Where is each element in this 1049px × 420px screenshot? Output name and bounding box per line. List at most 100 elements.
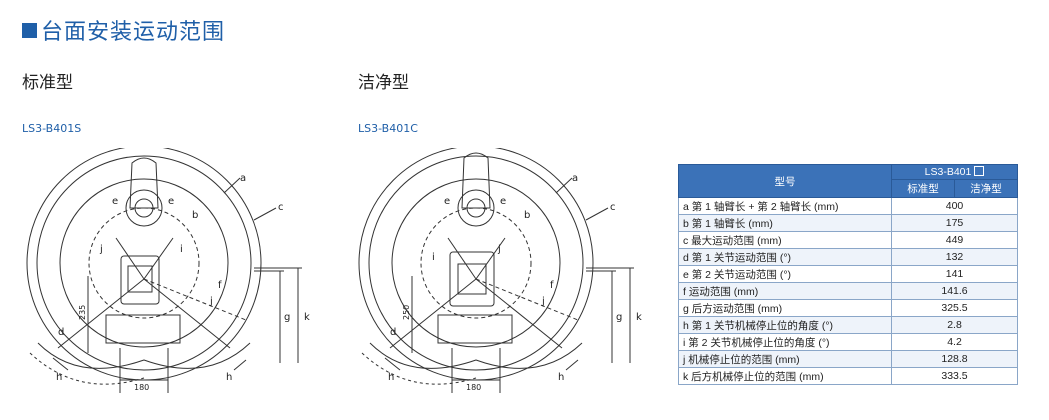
row-label: d 第 1 关节运动范围 (°) [678,248,892,266]
box-icon [974,166,985,176]
row-label: g 后方运动范围 (mm) [678,299,892,317]
label-d: d [390,327,396,338]
title-text: 台面安装运动范围 [41,20,226,45]
row-value: 175 [891,214,1018,232]
arm-link [461,152,491,209]
robot-base [449,251,495,307]
arm-line-j [143,278,247,321]
stop-line-right [475,278,563,349]
row-value: 2.8 [891,316,1018,334]
label-a: a [240,173,246,184]
table-row: k 后方机械停止位的范围 (mm)333.5 [678,367,1018,385]
base-plate [437,314,513,344]
dim-width-value: 180 [134,383,149,392]
row-label: e 第 2 关节运动范围 (°) [678,265,892,283]
dim-height-value: 235 [78,305,87,320]
title-square-icon [22,23,37,38]
header-series: LS3-B401 [891,164,1018,180]
arm-line-j [475,278,579,321]
table-row: b 第 1 轴臂长 (mm)175 [678,214,1018,232]
header-clean: 洁净型 [954,179,1018,198]
clean-heading: 洁净型 [358,73,409,93]
joint-inner-circle [466,198,486,218]
stop-line-right [143,278,231,349]
leader-h-left [52,357,69,371]
header-standard: 标准型 [891,179,955,198]
label-j-left: j [99,244,103,255]
label-h-right: h [558,372,564,383]
label-h-right: h [226,372,232,383]
leader-a [555,177,573,194]
stop-line-left [57,278,145,349]
row-value: 132 [891,248,1018,266]
label-k: k [636,312,642,323]
table-row: a 第 1 轴臂长 + 第 2 轴臂长 (mm)400 [678,197,1018,215]
label-d: d [58,327,64,338]
base-plate [105,314,181,344]
robot-base [120,255,160,305]
table-row: f 运动范围 (mm)141.6 [678,282,1018,300]
joint-inner-circle [134,198,154,218]
label-f: f [218,280,222,291]
label-k: k [304,312,310,323]
robot-base-inner [127,265,153,293]
row-label: a 第 1 轴臂长 + 第 2 轴臂长 (mm) [678,197,892,215]
row-label: j 机械停止位的范围 (mm) [678,350,892,368]
clean-model-label: LS3-B401C [358,122,418,135]
label-g: g [284,312,290,323]
max-range-circle [368,155,584,371]
label-f: f [550,280,554,291]
row-label: c 最大运动范围 (mm) [678,231,892,249]
row-value: 333.5 [891,367,1018,385]
row-value: 128.8 [891,350,1018,368]
label-e-right: e [168,196,174,207]
leader-h-right [233,359,247,371]
rear-range-arc [37,342,251,369]
mid-range-circle [391,178,561,348]
label-e-left: e [112,196,118,207]
header-series-text: LS3-B401 [924,166,972,178]
table-row: e 第 2 关节运动范围 (°)141 [678,265,1018,283]
label-h-left: h [388,372,394,383]
label-j-right: j [209,296,213,307]
leader-h-right [565,359,579,371]
label-j-right: j [541,296,545,307]
leader-h-left [384,357,401,371]
standard-model-label: LS3-B401S [22,122,82,135]
table-row: h 第 1 关节机械停止位的角度 (°)2.8 [678,316,1018,334]
dim-width-value: 180 [466,383,481,392]
label-i: i [432,252,435,263]
leader-c [585,207,609,221]
label-b: b [524,210,530,221]
row-value: 141.6 [891,282,1018,300]
stop-line-left [389,278,477,349]
leader-a [223,177,241,194]
table-row: j 机械停止位的范围 (mm)128.8 [678,350,1018,368]
clean-range-diagram: a b c d e e f g h h i j j k 250 180 [358,148,642,393]
row-label: k 后方机械停止位的范围 (mm) [678,367,892,385]
label-e-left: e [444,196,450,207]
row-value: 325.5 [891,299,1018,317]
row-value: 400 [891,197,1018,215]
label-b: b [192,210,198,221]
arm-line-left [447,237,477,280]
table-row: c 最大运动范围 (mm)449 [678,231,1018,249]
rear-stop-arc [29,352,145,385]
header-model: 型号 [678,164,892,198]
label-e-right: e [500,196,506,207]
rear-stop-arc [361,352,477,385]
max-range-circle [36,155,252,371]
label-c: c [610,202,616,213]
arm-line-left [115,237,145,280]
inner-dash-circle [88,207,200,319]
row-label: f 运动范围 (mm) [678,282,892,300]
inner-dash-circle [420,207,532,319]
table-row: g 后方运动范围 (mm)325.5 [678,299,1018,317]
rear-range-arc [369,342,583,369]
joint-circle [457,189,495,227]
joint-circle [125,189,163,227]
standard-heading: 标准型 [22,73,73,93]
row-value: 4.2 [891,333,1018,351]
label-g: g [616,312,622,323]
mid-range-circle [59,178,229,348]
